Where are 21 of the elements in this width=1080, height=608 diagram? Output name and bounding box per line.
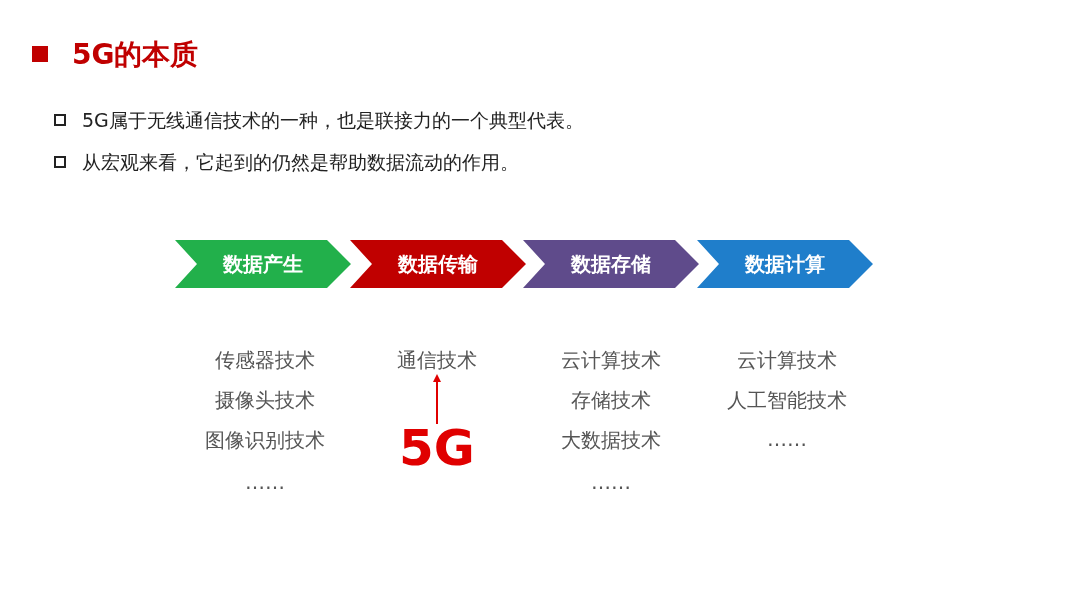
list-item: 大数据技术 — [561, 427, 661, 454]
list-item: 存储技术 — [571, 387, 651, 414]
list-item: 图像识别技术 — [205, 427, 325, 454]
list-item: 云计算技术 — [561, 347, 661, 374]
list-item: …… — [591, 470, 631, 494]
slide-title: 5G的本质 — [72, 37, 199, 73]
stage-banner: 数据计算 — [697, 240, 873, 288]
stage-banner: 数据传输 — [350, 240, 526, 288]
stage-banner: 数据存储 — [523, 240, 699, 288]
list-item: 传感器技术 — [215, 347, 315, 374]
bullet-text: 5G属于无线通信技术的一种，也是联接力的一个典型代表。 — [82, 108, 584, 133]
list-item: …… — [245, 470, 285, 494]
list-item: 云计算技术 — [737, 347, 837, 374]
list-item: 通信技术 — [397, 347, 477, 374]
list-item: …… — [767, 427, 807, 451]
list-item: 摄像头技术 — [215, 387, 315, 414]
stage-banner: 数据产生 — [175, 240, 351, 288]
highlight-text: 5G — [399, 420, 475, 476]
bullet-text: 从宏观来看，它起到的仍然是帮助数据流动的作用。 — [82, 150, 519, 175]
arrow — [433, 374, 441, 425]
list-item: 人工智能技术 — [727, 387, 847, 414]
